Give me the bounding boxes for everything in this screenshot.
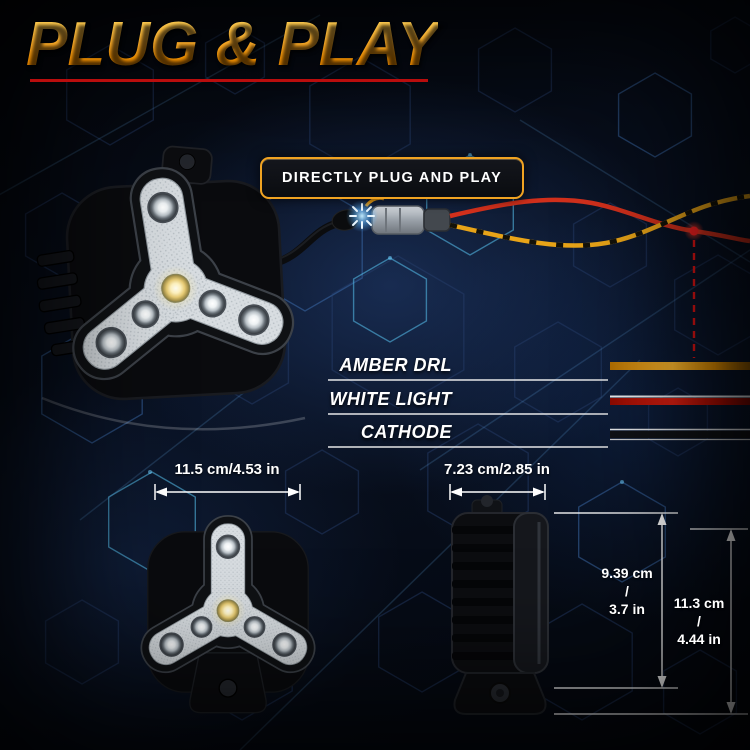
product-light-side-view <box>451 495 549 715</box>
page-title: PLUG & PLAY <box>26 10 439 79</box>
dimension-label-front-width: 11.5 cm/4.53 in <box>174 461 280 478</box>
wire-label-cathode: CATHODE <box>360 422 452 442</box>
dt-connector <box>371 205 451 235</box>
white-light-wire-swatch <box>610 398 750 405</box>
dimension-label-body-height: 9.39 cm / 3.7 in <box>601 565 653 618</box>
heatsink-fins-side <box>452 526 516 660</box>
height-dimension-total <box>554 528 748 715</box>
wire-label-white-light: WHITE LIGHT <box>329 389 452 409</box>
product-light-front-view <box>132 515 324 714</box>
width-dimension-side <box>449 484 546 500</box>
width-dimension-front <box>154 484 301 500</box>
wire-row-graphics <box>328 362 750 448</box>
cathode-wire-swatch <box>610 431 750 438</box>
product-light-front-main <box>18 145 313 401</box>
wiring-harness <box>268 193 750 358</box>
spark-icon <box>346 200 378 232</box>
wire-label-amber-drl: AMBER DRL <box>339 355 452 375</box>
dimension-label-total-height: 11.3 cm / 4.44 in <box>673 595 725 648</box>
red-wire <box>449 197 750 244</box>
height-dimension-body <box>554 512 678 689</box>
amber-wire-swatch <box>610 362 750 370</box>
red-indicator-dot <box>684 221 704 358</box>
title-underline <box>30 79 428 82</box>
plug-play-badge: DIRECTLY PLUG AND PLAY <box>260 157 525 199</box>
dimension-label-side-width: 7.23 cm/2.85 in <box>444 461 550 478</box>
dimension-graphics <box>154 484 748 715</box>
badge-label: DIRECTLY PLUG AND PLAY <box>282 170 503 186</box>
